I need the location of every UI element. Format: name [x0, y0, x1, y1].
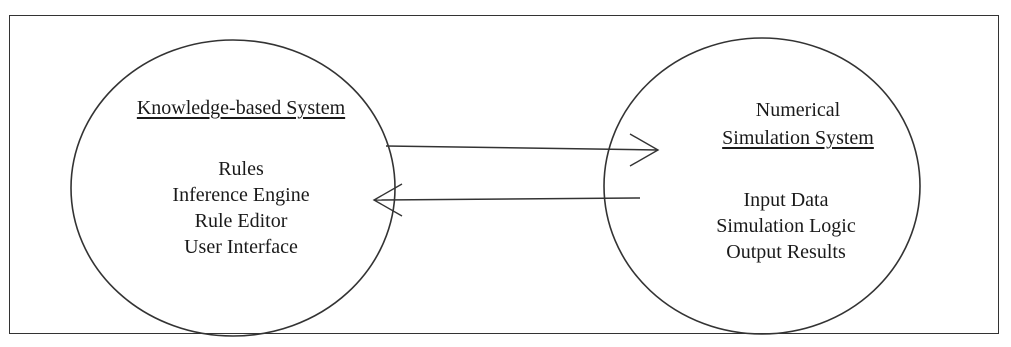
knowledge-system-title: Knowledge-based System	[136, 97, 346, 119]
component-simulation-logic: Simulation Logic	[716, 215, 856, 237]
simulation-system-title-line2: Simulation System	[722, 127, 874, 149]
component-input-data: Input Data	[743, 189, 829, 211]
component-user-interface: User Interface	[184, 236, 298, 258]
component-rule-editor: Rule Editor	[194, 210, 288, 232]
simulation-system-title-line1: Numerical	[755, 99, 841, 121]
component-rules: Rules	[218, 158, 264, 180]
arrow-to-knowledge	[372, 183, 641, 217]
component-output-results: Output Results	[726, 241, 846, 263]
diagram-frame	[9, 15, 999, 334]
simulation-system-circle	[603, 37, 921, 335]
component-inference-engine: Inference Engine	[172, 184, 310, 206]
arrow-to-simulation	[385, 133, 660, 167]
